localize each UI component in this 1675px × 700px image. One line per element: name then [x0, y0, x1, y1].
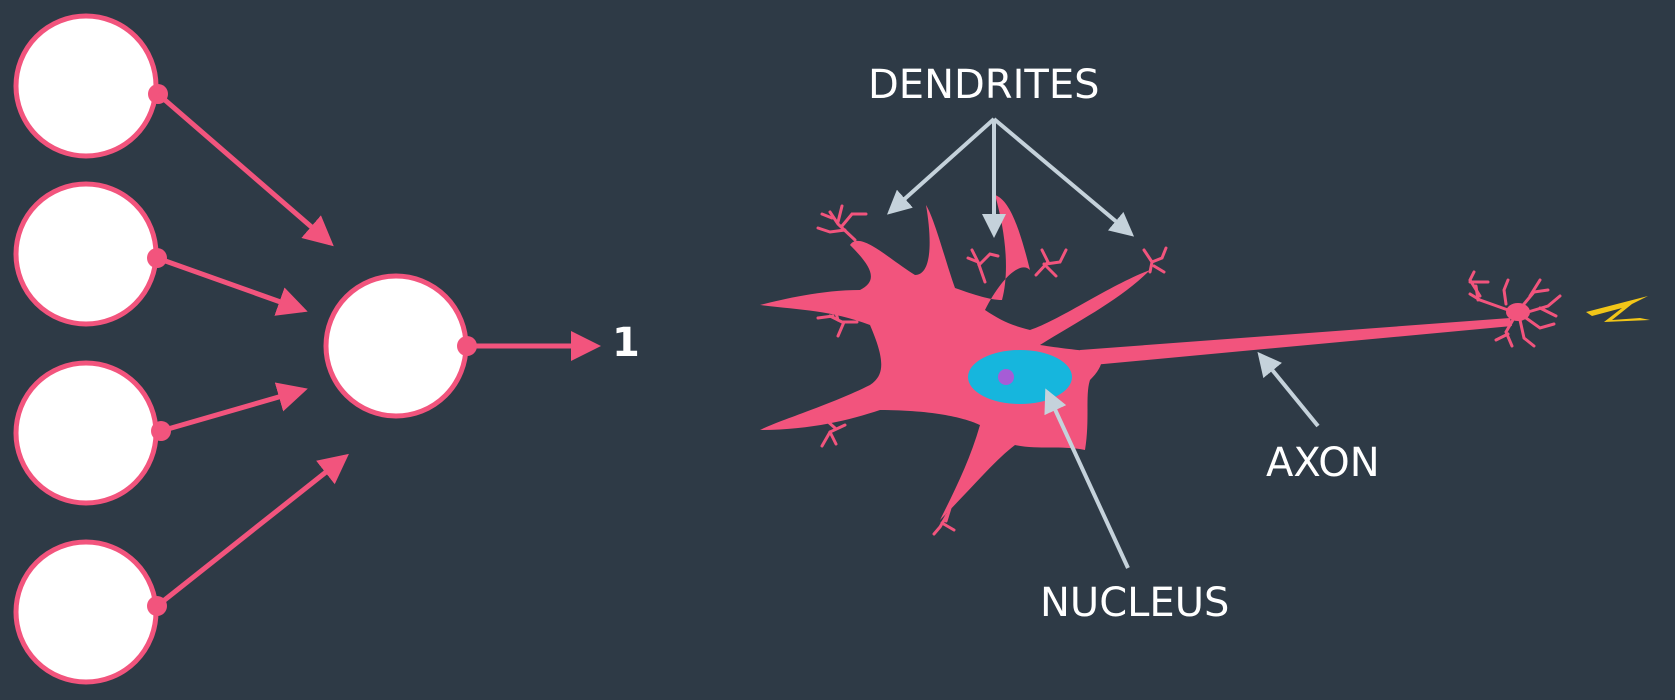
- edge-arrow: [156, 255, 308, 316]
- output-label: 1: [612, 320, 640, 366]
- neuron-annotations: DENDRITES AXON NUCLEUS: [868, 62, 1380, 626]
- input-node: [13, 181, 159, 327]
- dendrites-label: DENDRITES: [868, 62, 1099, 108]
- axon-label: AXON: [1266, 440, 1380, 486]
- nucleus-label: NUCLEUS: [1040, 580, 1229, 626]
- nucleolus: [998, 369, 1014, 385]
- nucleus-pointer: [1044, 388, 1130, 569]
- dendrites-pointer: [992, 117, 1135, 237]
- axon: [1080, 318, 1512, 366]
- dendrites-pointer: [887, 117, 996, 215]
- lightning-bolt-icon: [1586, 296, 1650, 322]
- axon-terminal: [1468, 270, 1562, 348]
- perceptron-diagram: 1: [13, 13, 640, 685]
- input-node: [13, 360, 159, 506]
- output-node: [323, 273, 469, 419]
- edge-arrow: [155, 453, 349, 608]
- dendrite-tips: [814, 204, 1168, 536]
- nucleus: [968, 350, 1072, 404]
- cell-body: [760, 195, 1150, 520]
- edge-arrow: [156, 92, 334, 247]
- edge-arrow: [160, 382, 308, 434]
- input-node: [13, 13, 159, 159]
- axon-pointer: [1257, 351, 1320, 428]
- input-node: [13, 539, 159, 685]
- neuron-diagram: [760, 195, 1650, 536]
